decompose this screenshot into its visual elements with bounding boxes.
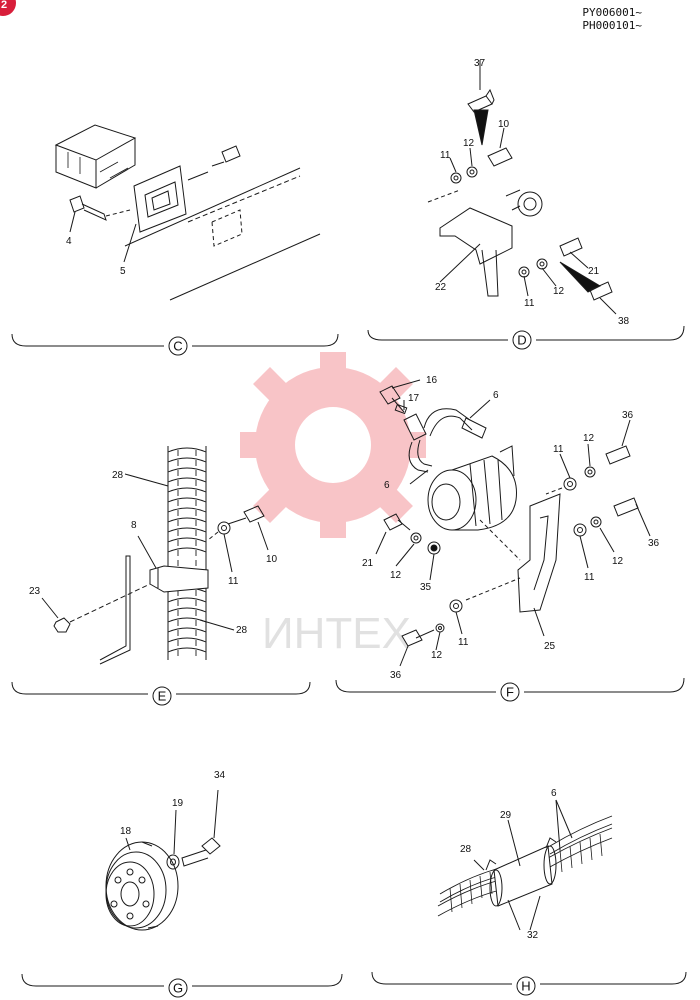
- callout-d-37: 37: [474, 58, 486, 69]
- section-e-hose-clamp: 28 8 10 11 23 28: [29, 446, 278, 665]
- section-h-marker: [516, 976, 536, 996]
- section-c-marker: [168, 336, 188, 356]
- callout-g-19: 19: [172, 798, 184, 809]
- callout-f-12d: 12: [431, 650, 443, 661]
- section-d-letter: D: [517, 333, 526, 348]
- bracket-f-left: [335, 679, 496, 693]
- callout-h-29: 29: [500, 810, 512, 821]
- section-e-letter: E: [158, 689, 167, 704]
- callout-e-8: 8: [131, 520, 137, 531]
- bracket-h-left: [371, 971, 512, 985]
- section-d-marker: [512, 330, 532, 350]
- callout-f-35: 35: [420, 582, 432, 593]
- callout-c-4: 4: [66, 236, 72, 247]
- section-c-relay-bracket: 4 5: [54, 124, 321, 301]
- intex-watermark-logo: [240, 352, 426, 538]
- bracket-e-right: [176, 681, 311, 695]
- callout-e-10: 10: [266, 554, 278, 565]
- callout-e-28b: 28: [236, 625, 248, 636]
- serial-range-1: PY006001~: [582, 6, 642, 19]
- callout-d-12a: 12: [463, 138, 475, 149]
- callout-f-36a: 36: [622, 410, 634, 421]
- section-d-sensor-bracket: 37 12 10 11 22 11 12 21 38: [427, 58, 630, 327]
- bracket-g-right: [192, 973, 343, 987]
- callout-h-32: 32: [527, 930, 539, 941]
- callout-f-36b: 36: [648, 538, 660, 549]
- callout-g-18: 18: [120, 826, 132, 837]
- callout-f-25: 25: [544, 641, 556, 652]
- callout-e-23: 23: [29, 586, 41, 597]
- section-f-compressor: 16 17 6 6 36 11 12 21 12 35 36 11 12 11 …: [362, 375, 660, 681]
- callout-d-38: 38: [618, 316, 630, 327]
- callout-d-21: 21: [588, 266, 600, 277]
- bracket-e-left: [11, 681, 148, 695]
- page-badge: 2: [0, 0, 16, 16]
- callout-h-28: 28: [460, 844, 472, 855]
- bracket-c-left: [11, 333, 164, 347]
- section-c-letter: C: [173, 339, 182, 354]
- section-h-letter: H: [521, 979, 530, 994]
- bracket-c-right: [192, 333, 339, 347]
- watermark-text: ИНТЕХ: [262, 609, 411, 658]
- callout-f-12a: 12: [583, 433, 595, 444]
- section-g-marker: [168, 978, 188, 998]
- callout-f-21: 21: [362, 558, 374, 569]
- callout-h-6: 6: [551, 788, 557, 799]
- callout-e-28a: 28: [112, 470, 124, 481]
- callout-e-11: 11: [228, 576, 239, 587]
- callout-d-11a: 11: [440, 150, 451, 161]
- callout-d-10: 10: [498, 119, 510, 130]
- callout-f-6a: 6: [493, 390, 499, 401]
- bracket-h-right: [540, 971, 687, 985]
- section-f-marker: [500, 682, 520, 702]
- callout-f-11c: 11: [458, 637, 469, 648]
- callout-f-16: 16: [426, 375, 438, 386]
- callout-g-34: 34: [214, 770, 226, 781]
- callout-f-11a: 11: [553, 444, 564, 455]
- section-h-hose-sleeve: 29 6 28 32: [437, 788, 613, 941]
- callout-f-11b: 11: [584, 572, 595, 583]
- bracket-d-left: [367, 329, 508, 341]
- callout-c-5: 5: [120, 266, 126, 277]
- callout-d-12b: 12: [553, 286, 565, 297]
- section-e-marker: [152, 686, 172, 706]
- bracket-d-right: [536, 325, 685, 341]
- callout-f-6b: 6: [384, 480, 390, 491]
- section-g-pulley: 34 19 18: [105, 770, 226, 931]
- callout-f-17: 17: [408, 393, 420, 404]
- callout-f-12b: 12: [390, 570, 402, 581]
- bracket-f-right: [524, 677, 685, 693]
- callout-f-12c: 12: [612, 556, 624, 567]
- callout-d-22: 22: [435, 282, 447, 293]
- callout-d-11b: 11: [524, 298, 535, 309]
- section-g-letter: G: [173, 981, 183, 996]
- serial-range-2: PH000101~: [582, 19, 642, 32]
- section-f-letter: F: [506, 685, 514, 700]
- callout-f-36c: 36: [390, 670, 402, 681]
- bracket-g-left: [21, 973, 164, 987]
